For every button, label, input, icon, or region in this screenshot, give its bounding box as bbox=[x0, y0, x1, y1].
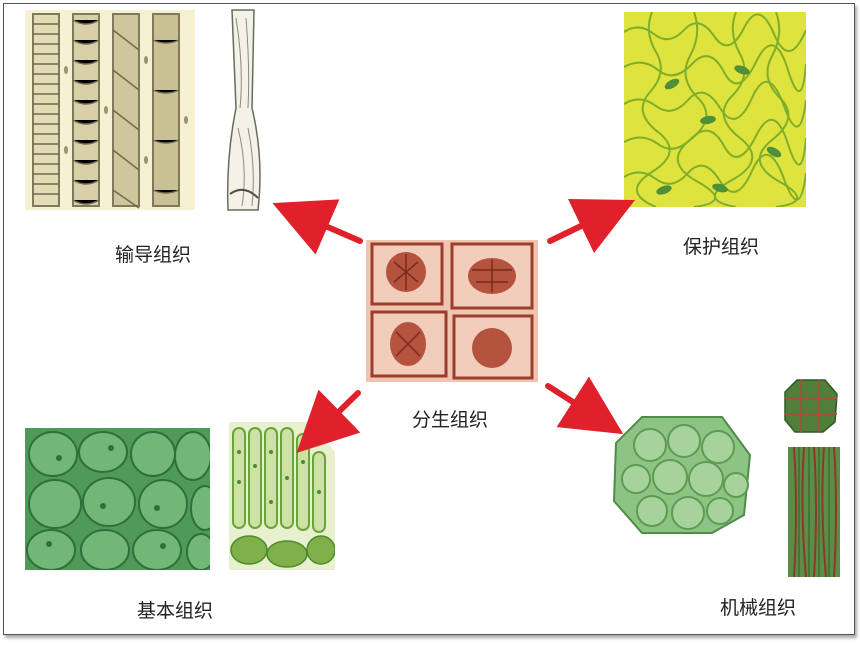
arrow-to-protective bbox=[547, 199, 636, 254]
palisade-tissue-image bbox=[229, 422, 335, 570]
collenchyma-tissue-image bbox=[612, 416, 752, 534]
arrow-to-mechanical bbox=[545, 376, 624, 435]
protective-tissue-image bbox=[624, 12, 806, 207]
ground-tissue-image bbox=[25, 428, 210, 570]
meristem-tissue-image bbox=[366, 240, 538, 382]
label-conducting-tissue: 输导组织 bbox=[115, 244, 192, 266]
arrow-to-ground bbox=[296, 389, 361, 453]
label-mechanical-tissue: 机械组织 bbox=[720, 597, 797, 619]
label-meristem: 分生组织 bbox=[412, 409, 489, 431]
sclerenchyma-cross-section-image bbox=[784, 379, 838, 433]
label-protective-tissue: 保护组织 bbox=[683, 236, 760, 258]
sieve-tube-sketch bbox=[226, 9, 261, 211]
conducting-tissue-image bbox=[25, 10, 195, 210]
fiber-tissue-image bbox=[788, 447, 840, 577]
label-ground-tissue: 基本组织 bbox=[137, 600, 214, 622]
arrow-to-conducting bbox=[272, 199, 363, 255]
